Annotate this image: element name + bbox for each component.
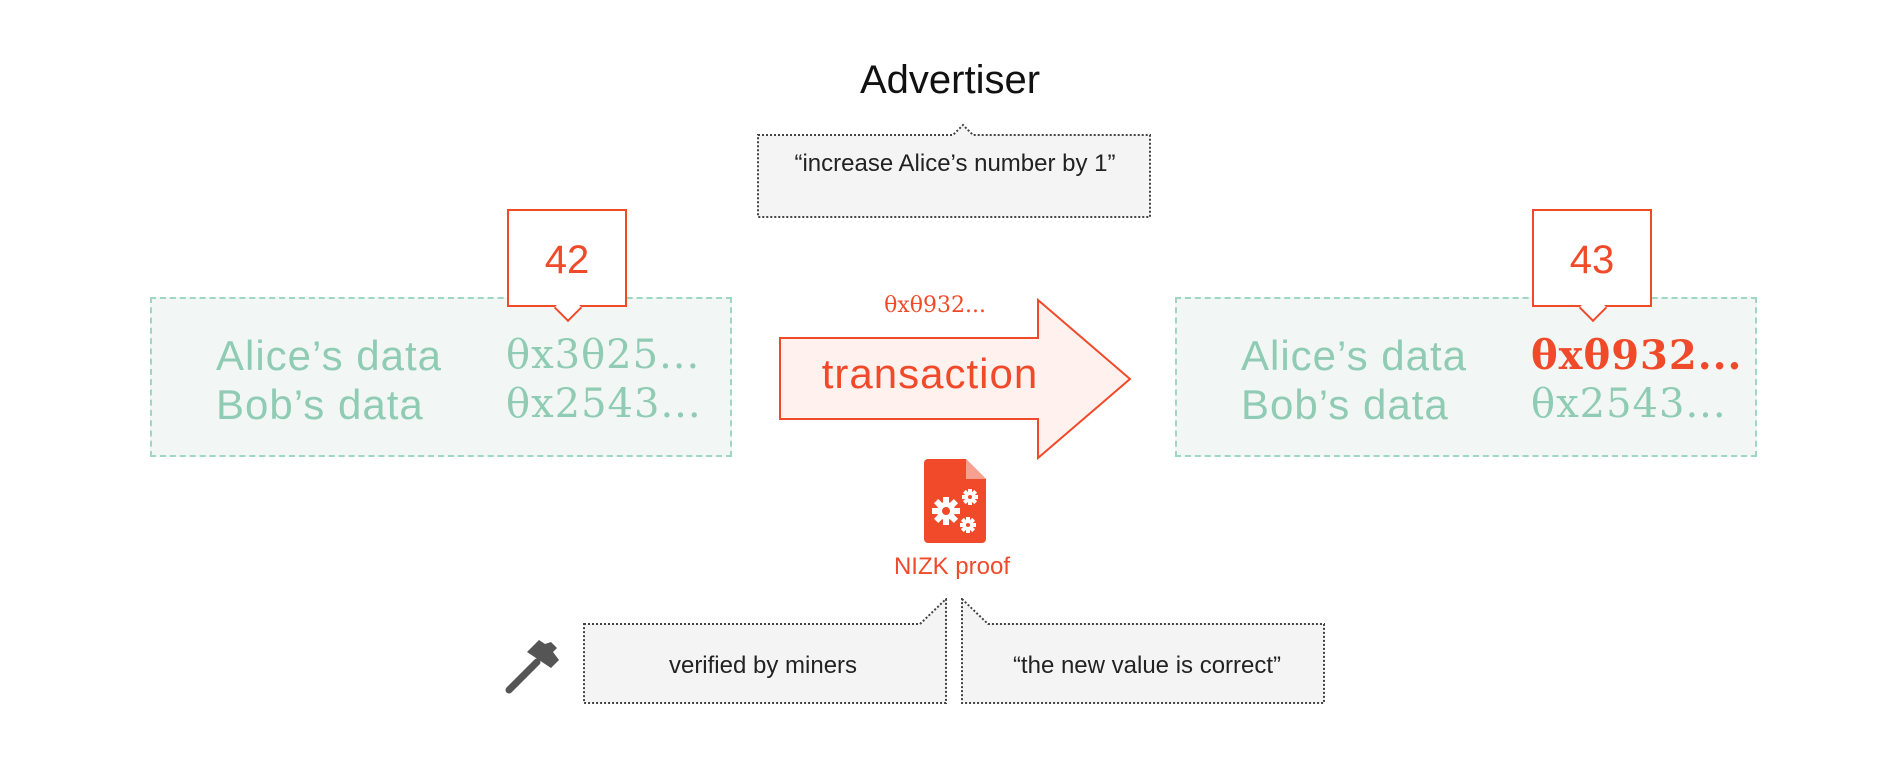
row-label: Bob’s data: [1241, 381, 1449, 428]
row-label: Bob’s data: [216, 381, 424, 428]
state-before-box: Alice’s data θx3θ25... Bob’s data θx2543…: [150, 297, 732, 457]
before-number-callout: 42: [507, 209, 627, 307]
verify-bubble: [583, 598, 947, 704]
row-label: Alice’s data: [1241, 332, 1468, 379]
row-value: θx2543...: [506, 381, 702, 427]
instruction-bubble: [757, 123, 1151, 218]
claim-bubble: [961, 598, 1325, 704]
hammer-icon: [505, 640, 559, 694]
document-gears-icon: [924, 459, 986, 543]
instruction-text: “increase Alice’s number by 1”: [794, 150, 1116, 177]
row-value: θx2543...: [1531, 381, 1727, 427]
after-number-callout: 43: [1532, 209, 1652, 307]
transaction-hash: θxθ932...: [884, 293, 986, 318]
row-label: Alice’s data: [216, 332, 443, 379]
advertiser-title: Advertiser: [859, 58, 1041, 102]
transaction-label: transaction: [821, 350, 1039, 397]
verify-text: verified by miners: [668, 652, 858, 679]
claim-text: “the new value is correct”: [1012, 652, 1282, 679]
row-value: θx3θ25...: [506, 332, 701, 378]
proof-label: NIZK proof: [893, 553, 1011, 580]
row-value-changed: θxθ932...: [1531, 332, 1743, 379]
transaction-arrow: [779, 298, 1132, 460]
state-after-box: Alice’s data θxθ932... Bob’s data θx2543…: [1175, 297, 1757, 457]
